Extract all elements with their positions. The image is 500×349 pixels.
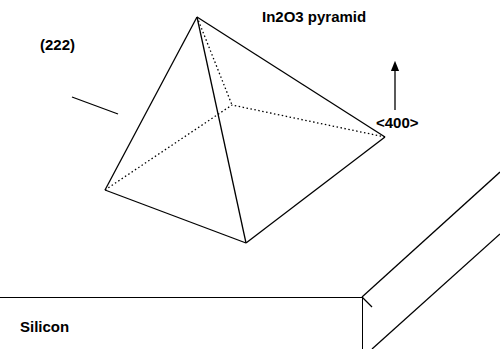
hidden-edge bbox=[197, 17, 232, 105]
direction-arrow bbox=[394, 66, 395, 110]
slab-edge bbox=[362, 172, 500, 297]
substrate-label: Silicon bbox=[20, 318, 69, 335]
pyramid-edge bbox=[197, 17, 385, 137]
pyramid-edge bbox=[246, 137, 385, 243]
slab-edge bbox=[372, 234, 500, 349]
leader-line bbox=[72, 97, 118, 114]
slab-edge bbox=[362, 297, 372, 307]
direction-label: <400> bbox=[376, 114, 419, 131]
substrate-block: Silicon bbox=[0, 297, 363, 349]
pyramid-edge bbox=[105, 17, 197, 190]
facet-label: (222) bbox=[40, 36, 75, 53]
pyramid-edge bbox=[197, 17, 246, 243]
hidden-edge bbox=[105, 105, 232, 190]
title-label: In2O3 pyramid bbox=[262, 8, 366, 25]
pyramid-edge bbox=[105, 190, 246, 243]
hidden-edge bbox=[232, 105, 385, 137]
